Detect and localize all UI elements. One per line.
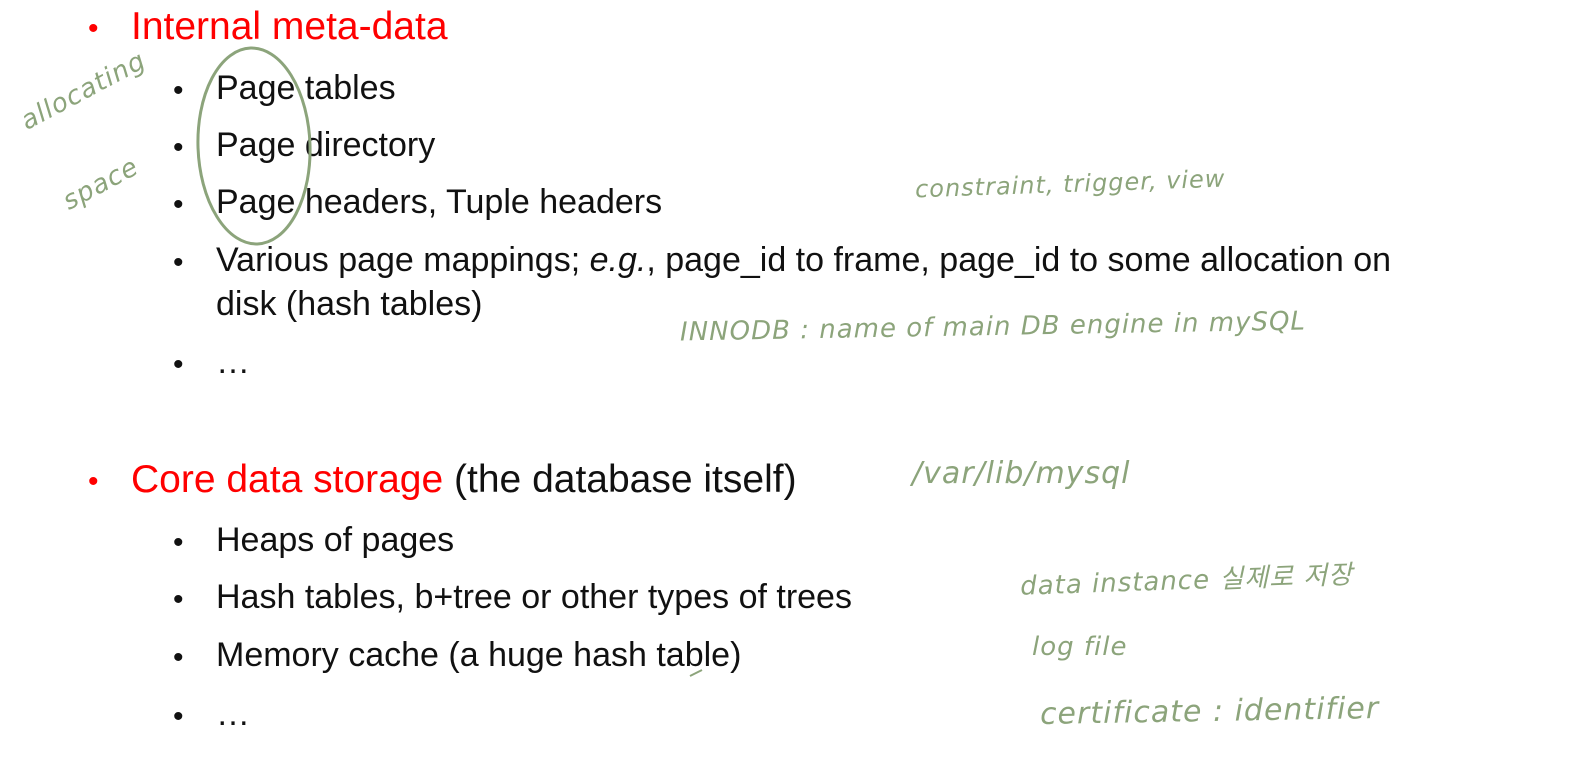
- note-constraint-trigger-view: constraint, trigger, view: [914, 164, 1226, 204]
- note-var-lib-mysql: /var/lib/mysql: [912, 456, 1131, 491]
- bullet-page-headers: •: [173, 188, 184, 221]
- bullet-internal: •: [88, 12, 99, 45]
- note-log-file: log file: [1032, 632, 1128, 662]
- note-certificate: certificate : identifier: [1039, 691, 1380, 732]
- item-ellipsis-1: …: [216, 343, 250, 381]
- bullet-page-directory: •: [173, 131, 184, 164]
- item-memory-cache: Memory cache (a huge hash table): [216, 636, 742, 674]
- bullet-heaps: •: [173, 526, 184, 559]
- core-title: Core data storage: [131, 458, 444, 501]
- item-ellipsis-2: …: [216, 695, 250, 733]
- item-hash-tables: Hash tables, b+tree or other types of tr…: [216, 578, 852, 616]
- heading-internal-meta-data: Internal meta-data: [131, 5, 448, 48]
- item-page-directory: Page directory: [216, 126, 436, 164]
- bullet-ellipsis-2: •: [173, 700, 184, 733]
- note-data-instance: data instance 실제로 저장: [1019, 560, 1354, 602]
- heading-core-data-storage: Core data storage (the database itself): [131, 458, 797, 503]
- note-innodb: INNODB : name of main DB engine in mySQL: [679, 306, 1307, 348]
- note-space: space: [58, 151, 144, 217]
- item-page-headers: Page headers, Tuple headers: [216, 183, 663, 221]
- mapping-rest: , page_id to frame, page_id to some allo…: [646, 241, 1392, 279]
- bullet-memory-cache: •: [173, 641, 184, 674]
- bullet-hash-tables: •: [173, 583, 184, 616]
- bullet-page-tables: •: [173, 74, 184, 107]
- bullet-page-mappings: •: [173, 246, 184, 279]
- item-heaps-of-pages: Heaps of pages: [216, 521, 455, 559]
- item-page-mappings: Various page mappings; e.g., page_id to …: [216, 241, 1391, 280]
- bullet-core: •: [88, 465, 99, 498]
- bullet-ellipsis-1: •: [173, 348, 184, 381]
- note-allocating: allocating: [16, 45, 151, 137]
- item-page-tables: Page tables: [216, 69, 396, 107]
- item-page-mappings-cont: disk (hash tables): [216, 285, 483, 323]
- core-title-suffix: (the database itself): [443, 458, 797, 501]
- mapping-lead: Various page mappings;: [216, 241, 590, 279]
- mapping-eg: e.g.: [589, 241, 647, 279]
